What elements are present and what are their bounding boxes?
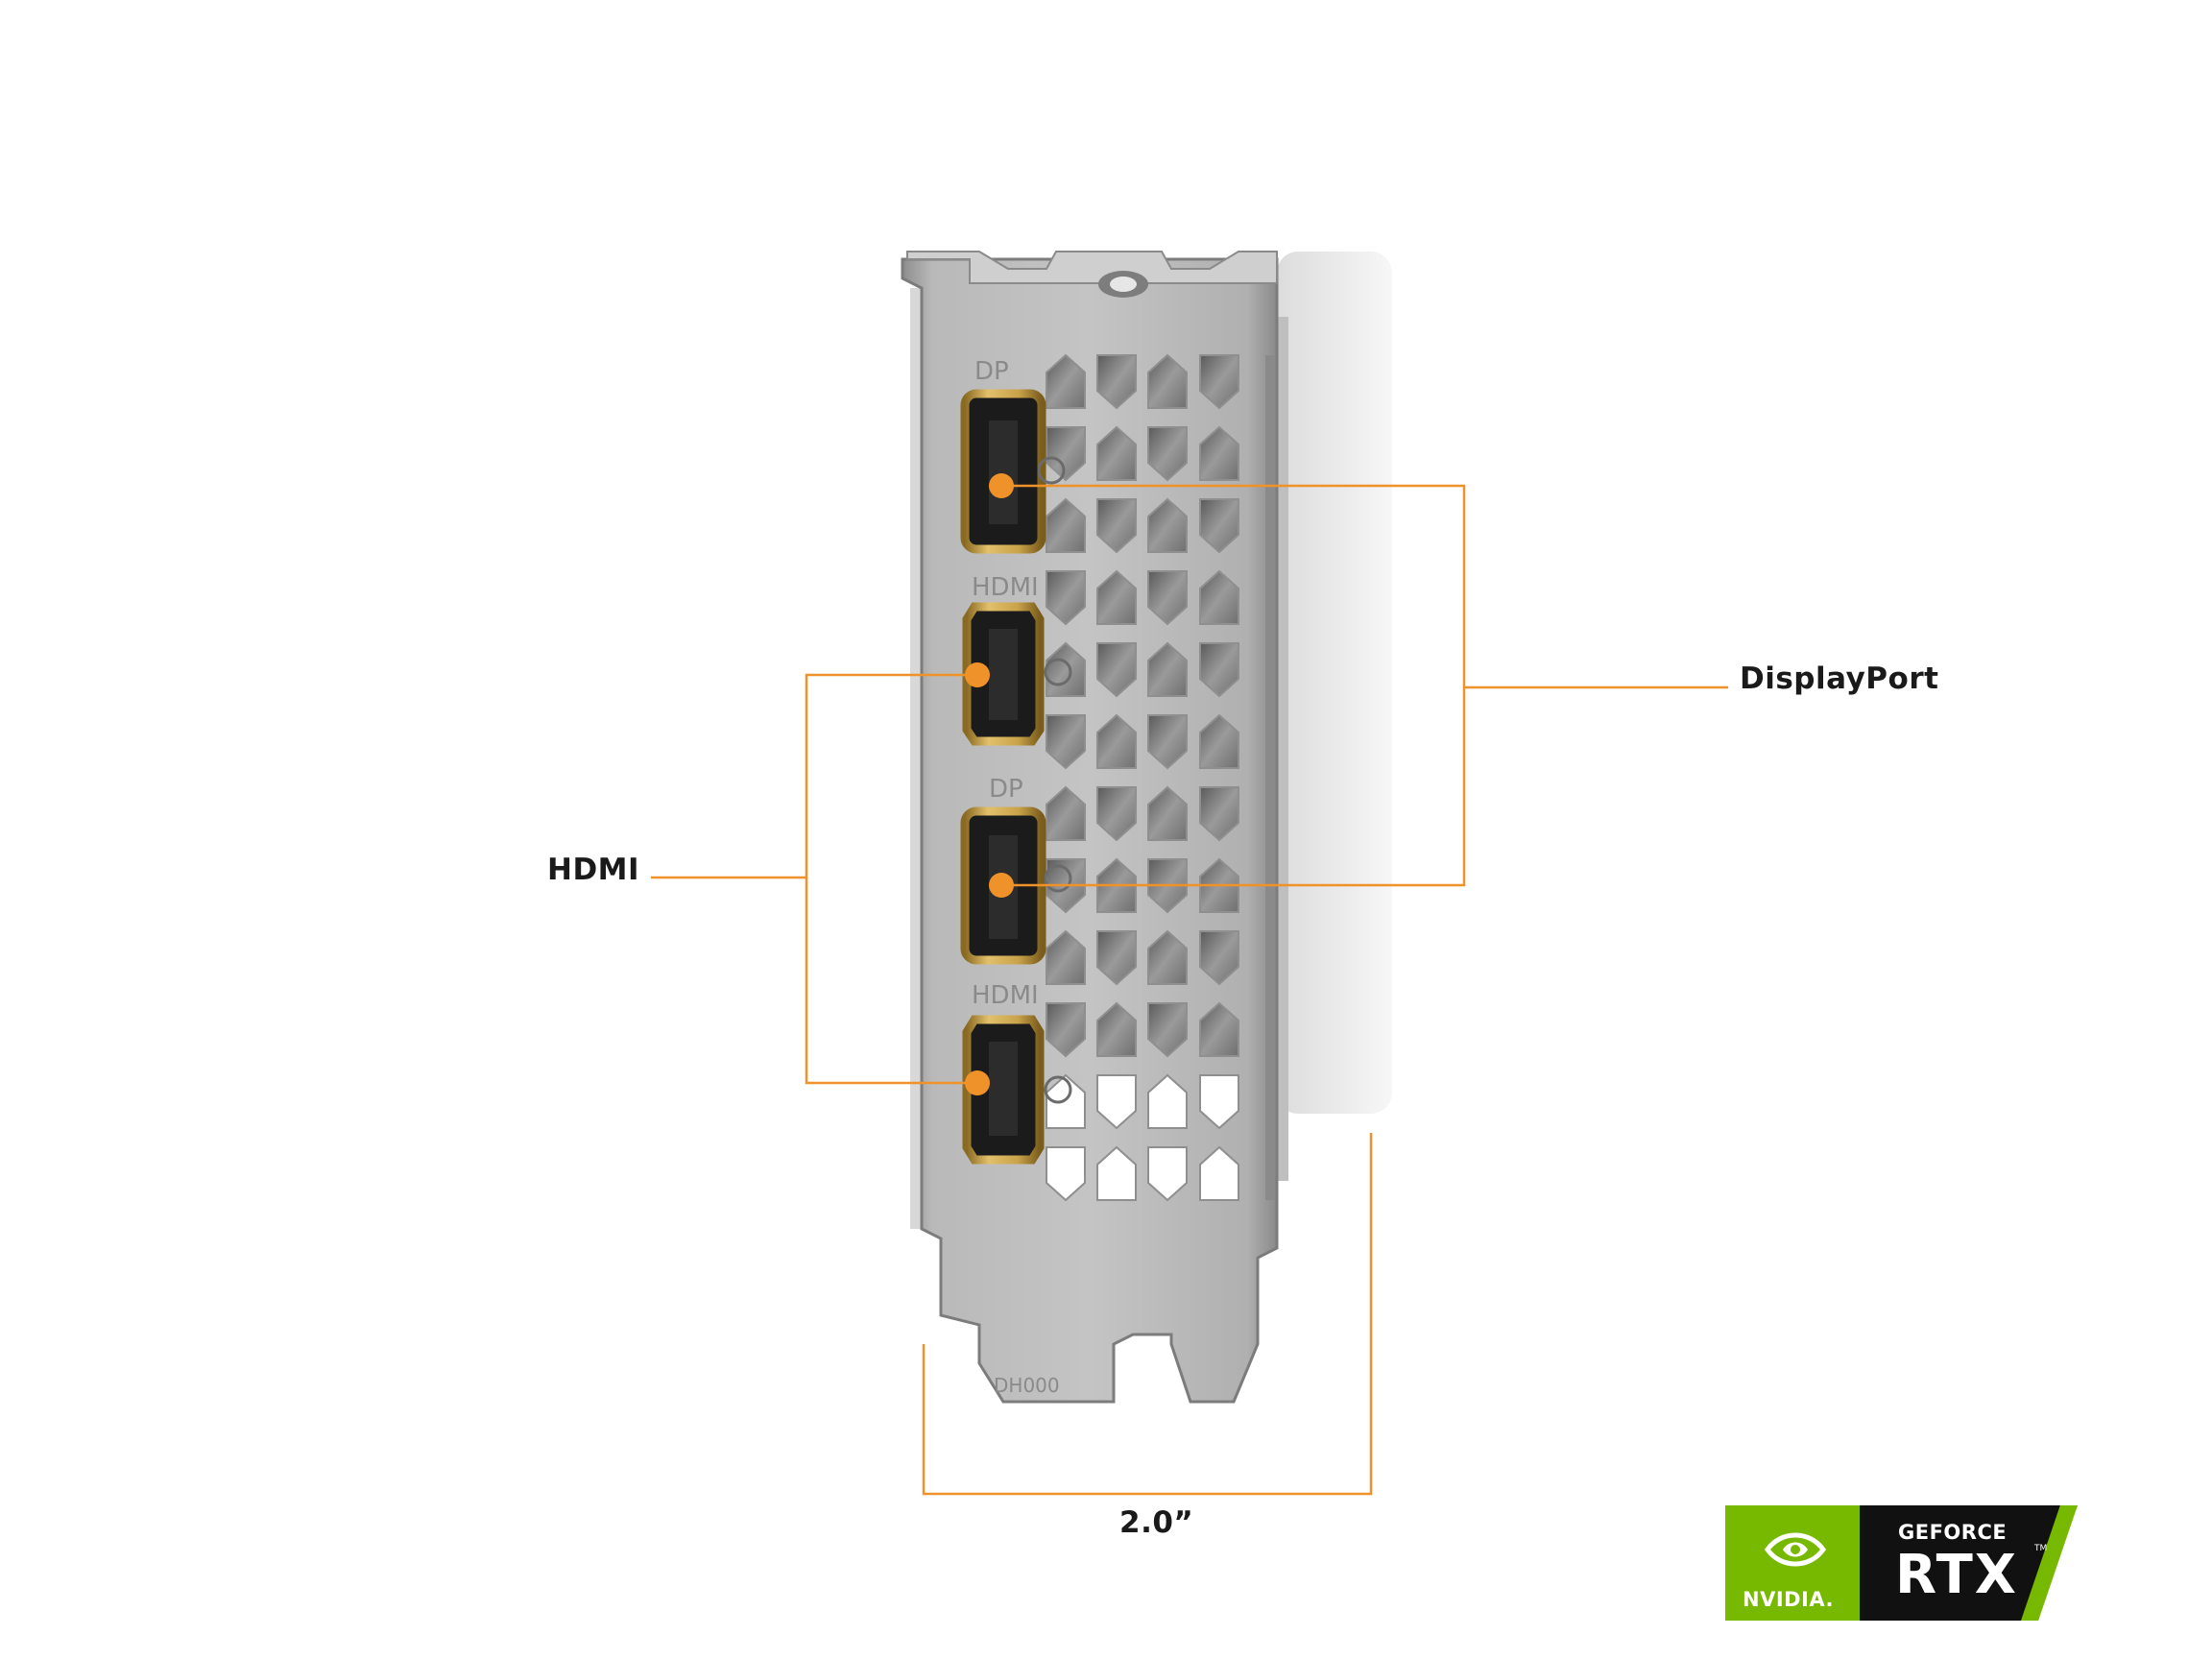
vent-hole [1046,1073,1086,1129]
vent-hole [1199,498,1239,554]
vent-hole [1096,786,1137,842]
displayport-upper [960,389,1066,554]
vent-hole [1046,1146,1086,1202]
marking-hdmi-upper: HDMI [972,573,1039,602]
vent-hole [1199,1001,1239,1057]
vent-hole [1096,642,1137,698]
vent-hole [1199,642,1239,698]
vent-hole [1199,569,1239,625]
trademark-mark: TM [2034,1544,2048,1553]
vent-hole [1199,354,1239,410]
vent-hole [1046,929,1086,985]
nvidia-eye-icon [1764,1532,1827,1567]
rtx-wordmark: RTX [1895,1544,2018,1606]
vent-hole [1147,570,1188,626]
hdmi-leader [805,673,977,1085]
vent-hole [1147,1002,1188,1058]
vent-hole [1046,1002,1086,1058]
nvidia-wordmark: NVIDIA. [1743,1588,1835,1611]
vent-hole [1096,930,1137,986]
width-dimension-line [922,1133,1373,1496]
vent-pattern [1046,353,1239,1202]
vent-hole [1147,497,1188,553]
vent-hole [1096,569,1137,625]
displayport-leader [1001,484,1466,887]
cooler-shroud [1275,252,1392,1181]
marking-stamp: DH000 [994,1374,1060,1397]
vent-hole [1096,498,1137,554]
hdmi-label: HDMI [547,853,640,887]
width-dimension-label: 2.0” [1119,1505,1194,1540]
vent-hole [1096,1145,1137,1201]
vent-hole [1199,425,1239,481]
vent-hole [1199,1145,1239,1201]
vent-hole [1147,714,1188,770]
dot-dp-lower [989,873,1014,898]
dot-dp-upper [989,473,1014,498]
vent-hole [1046,570,1086,626]
marking-dp-lower: DP [989,775,1023,804]
displayport-label: DisplayPort [1740,661,1939,696]
vent-hole [1199,1074,1239,1130]
vent-hole [1046,497,1086,553]
vent-hole [1046,353,1086,409]
vent-hole [1147,1146,1188,1202]
callout-lines [651,484,1728,1496]
marking-dp-top: DP [974,357,1009,386]
vent-hole [1096,354,1137,410]
vent-hole [1046,426,1086,482]
hdmi-port-lower [962,1015,1072,1165]
marking-hdmi-lower: HDMI [972,981,1039,1010]
vent-hole [1046,785,1086,841]
vent-hole [1096,713,1137,769]
vent-hole [1199,713,1239,769]
dot-hdmi-lower [965,1070,990,1095]
vent-hole [1147,641,1188,697]
hdmi-port-upper [962,602,1072,746]
vent-hole [1147,426,1188,482]
vent-hole [1147,929,1188,985]
callout-dots [965,473,1014,1095]
geforce-rtx-badge: NVIDIA. GEFORCE RTX TM [1725,1505,2078,1621]
geforce-wordmark: GEFORCE [1898,1521,2008,1544]
vent-hole [1046,714,1086,770]
vent-hole [1199,930,1239,986]
vent-hole [1096,1074,1137,1130]
vent-hole [1147,785,1188,841]
vent-hole [1096,1001,1137,1057]
vent-hole [1147,353,1188,409]
dot-hdmi-upper [965,662,990,687]
vent-hole [1096,425,1137,481]
vent-hole [1147,1073,1188,1129]
bracket-markings: DP HDMI DP HDMI DH000 [972,357,1060,1397]
vent-hole [1199,786,1239,842]
